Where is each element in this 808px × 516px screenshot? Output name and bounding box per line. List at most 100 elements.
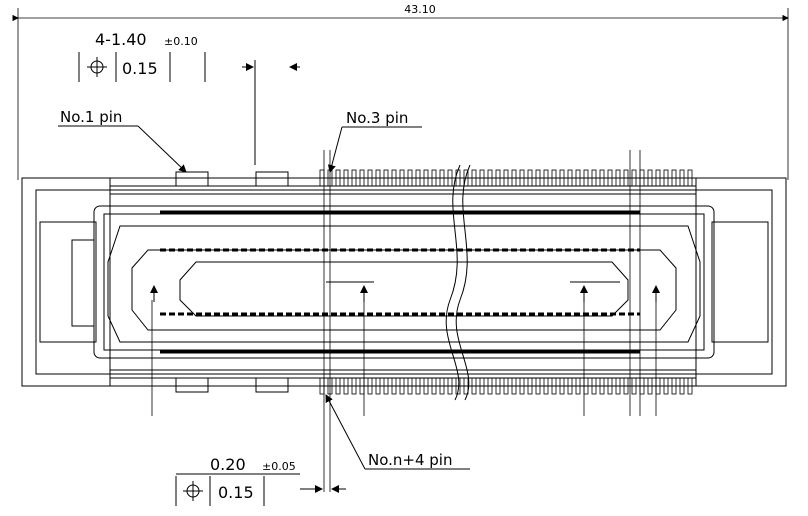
top-pin [663, 169, 669, 187]
bottom-pin [479, 377, 485, 395]
bottom-pin [511, 377, 517, 395]
top-pin [423, 169, 429, 187]
top-pin [335, 169, 341, 187]
bottom-pin [687, 377, 693, 395]
top-pin [583, 169, 589, 187]
top-pin [367, 169, 373, 187]
top-pin [399, 169, 405, 187]
bottom-pin [679, 377, 685, 395]
pin-tolerance-label: ±0.05 [262, 460, 296, 473]
bottom-pin [487, 377, 493, 395]
bottom-holddown-tabs [175, 377, 289, 393]
top-pin [631, 169, 637, 187]
top-pin [487, 169, 493, 187]
top-pin [607, 169, 613, 187]
bottom-pin [383, 377, 389, 395]
bottom-pin [423, 377, 429, 395]
bottom-pin [367, 377, 373, 395]
bottom-pin [399, 377, 405, 395]
top-pin [535, 169, 541, 187]
bottom-pin [615, 377, 621, 395]
bottom-pin [495, 377, 501, 395]
bottom-pin [455, 377, 461, 395]
pin3-label: No.3 pin [346, 109, 408, 127]
top-pin [527, 169, 533, 187]
top-pin [407, 169, 413, 187]
bottom-pin [439, 377, 445, 395]
hole-tolerance-label: ±0.10 [164, 35, 198, 48]
top-pin [495, 169, 501, 187]
top-pin [559, 169, 565, 187]
bottom-pin [567, 377, 573, 395]
top-pin [447, 169, 453, 187]
pin-pitch-label: 0.20 [210, 455, 246, 474]
lower-position-tolerance-frame: 0.15 [175, 476, 265, 506]
top-pin [551, 169, 557, 187]
pin1-label: No.1 pin [60, 108, 122, 126]
bottom-pin [351, 377, 357, 395]
bottom-pin [471, 377, 477, 395]
top-pin [519, 169, 525, 187]
bottom-pin [551, 377, 557, 395]
bottom-pin [463, 377, 469, 395]
pin-pitch-group: 0.20 ±0.05 0.15 [175, 455, 346, 506]
bottom-pin [647, 377, 653, 395]
bottom-pin [431, 377, 437, 395]
break-lines [445, 164, 471, 401]
bottom-pin [343, 377, 349, 395]
bottom-pin [375, 377, 381, 395]
top-pin [463, 169, 469, 187]
connector-body [21, 177, 787, 387]
top-pin [375, 169, 381, 187]
top-pin [439, 169, 445, 187]
top-pin [471, 169, 477, 187]
top-pin [511, 169, 517, 187]
top-pin [415, 169, 421, 187]
position-tolerance-icon [87, 57, 107, 77]
top-pin [567, 169, 573, 187]
top-pin [359, 169, 365, 187]
bottom-pin [415, 377, 421, 395]
top-pin [599, 169, 605, 187]
bottom-pin [391, 377, 397, 395]
bottom-pin [671, 377, 677, 395]
bottom-pin [591, 377, 597, 395]
pin-n4-callout: No.n+4 pin [325, 394, 470, 470]
pin-n4-label: No.n+4 pin [368, 451, 453, 469]
bottom-pin [623, 377, 629, 395]
top-pin [647, 169, 653, 187]
pin1-callout: No.1 pin [58, 108, 187, 173]
top-pin [503, 169, 509, 187]
top-pin [687, 169, 693, 187]
bottom-pin [631, 377, 637, 395]
upper-tolerance-value: 0.15 [122, 59, 158, 78]
bottom-pin [527, 377, 533, 395]
top-pin [343, 169, 349, 187]
top-pin [615, 169, 621, 187]
overall-width-label: 43.10 [404, 3, 436, 16]
upper-position-tolerance-frame: 0.15 [78, 52, 206, 82]
bottom-pin-row [319, 377, 693, 395]
bottom-pin [575, 377, 581, 395]
lower-tolerance-value: 0.15 [218, 483, 254, 502]
bottom-pin [519, 377, 525, 395]
bottom-pin [335, 377, 341, 395]
pin3-callout: No.3 pin [327, 109, 422, 173]
reference-lines [151, 150, 657, 492]
bottom-pin [543, 377, 549, 395]
bottom-pin [663, 377, 669, 395]
overall-dimension: 43.10 [12, 3, 789, 180]
bottom-pin [559, 377, 565, 395]
bottom-pin [599, 377, 605, 395]
bottom-pin [407, 377, 413, 395]
top-pin [351, 169, 357, 187]
top-pin [391, 169, 397, 187]
bottom-pin [447, 377, 453, 395]
top-pin [575, 169, 581, 187]
top-pin [655, 169, 661, 187]
top-pin [431, 169, 437, 187]
top-pin [671, 169, 677, 187]
top-pin [679, 169, 685, 187]
hole-spec-label: 4-1.40 [95, 30, 147, 49]
top-holddown-tabs [175, 171, 289, 187]
